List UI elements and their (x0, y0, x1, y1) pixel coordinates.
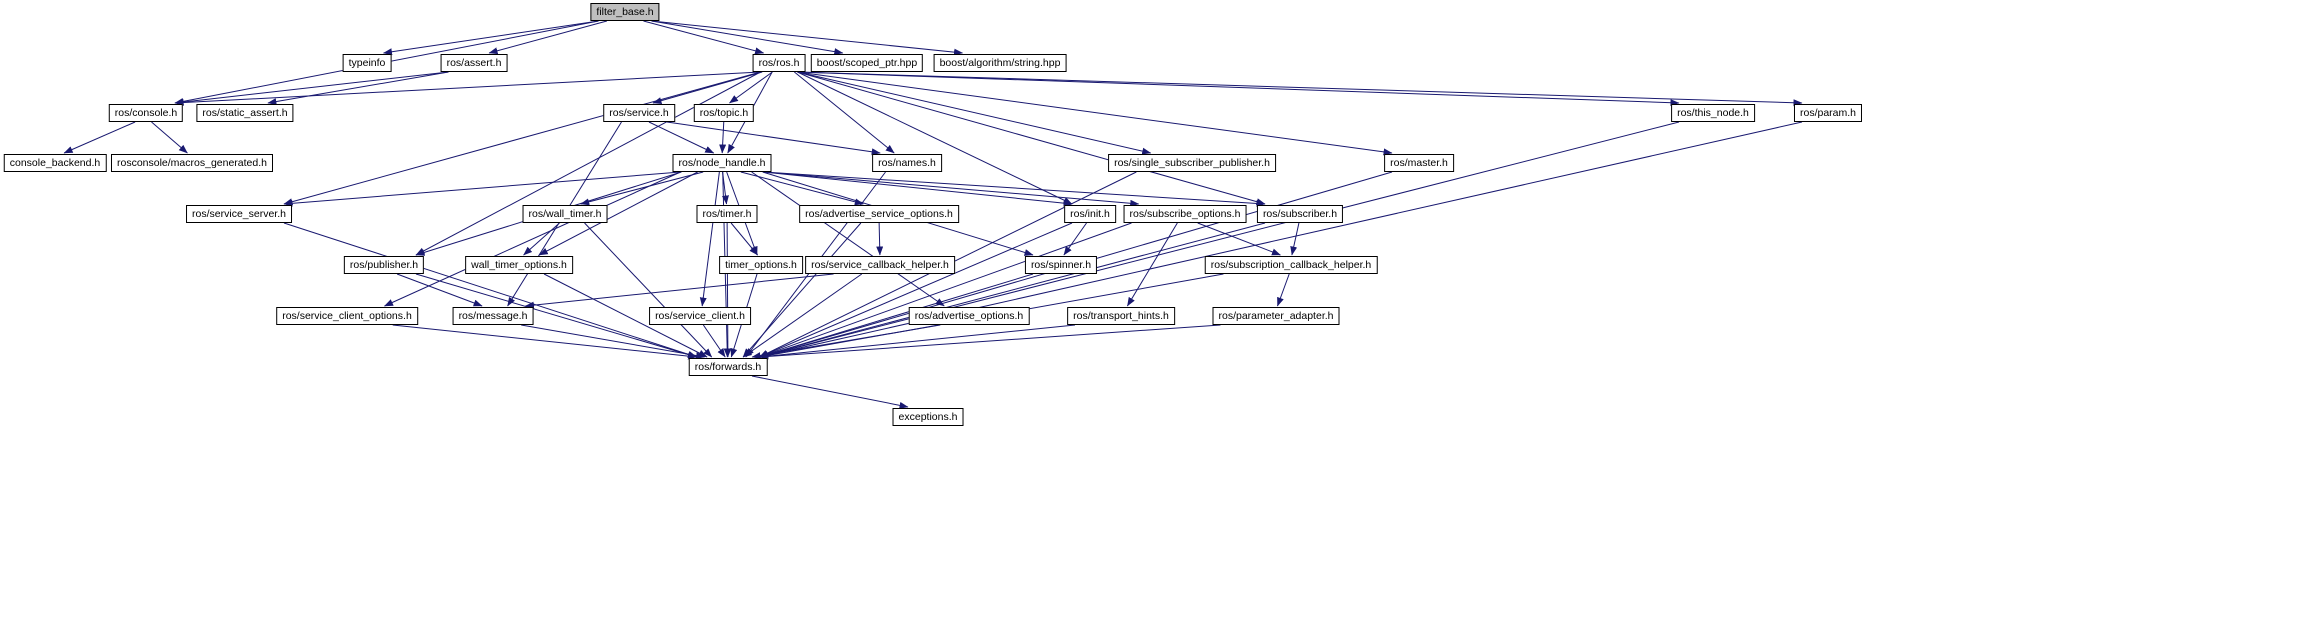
graph-node-console_backend[interactable]: console_backend.h (3, 154, 107, 172)
graph-edge-ros_h-to-init (797, 71, 1073, 205)
graph-edge-ros_h-to-service (652, 71, 763, 105)
graph-edge-message-to-forwards (521, 324, 705, 359)
graph-edge-node_handle-to-service_client (699, 171, 720, 307)
graph-node-sub_cb_helper[interactable]: ros/subscription_callback_helper.h (1204, 256, 1378, 274)
graph-edge-adv_srv_opts-to-forwards (742, 222, 862, 358)
graph-edge-wall_timer-to-wall_timer_opts (523, 222, 560, 256)
graph-node-subscriber[interactable]: ros/subscriber.h (1256, 205, 1344, 223)
graph-edge-adv_srv_opts-to-srv_cb_helper (876, 222, 884, 256)
graph-node-algo_string[interactable]: boost/algorithm/string.hpp (933, 54, 1067, 72)
graph-edge-publisher-to-message (396, 273, 483, 307)
graph-edge-service-to-names (666, 121, 881, 156)
graph-node-master[interactable]: ros/master.h (1384, 154, 1454, 172)
graph-node-static_assert[interactable]: ros/static_assert.h (196, 104, 294, 122)
graph-node-names[interactable]: ros/names.h (872, 154, 942, 172)
graph-edge-filter_base-to-algo_string (651, 20, 963, 56)
graph-node-this_node[interactable]: ros/this_node.h (1671, 104, 1755, 122)
graph-node-srv_client_opts[interactable]: ros/service_client_options.h (276, 307, 418, 325)
graph-node-topic[interactable]: ros/topic.h (693, 104, 755, 122)
graph-node-assert_h[interactable]: ros/assert.h (440, 54, 508, 72)
graph-node-exceptions[interactable]: exceptions.h (892, 408, 964, 426)
graph-edge-service_client-to-forwards (702, 324, 726, 358)
graph-edge-ros_h-to-master (797, 71, 1393, 156)
graph-node-wall_timer_opts[interactable]: wall_timer_options.h (465, 256, 573, 274)
graph-edge-console-to-console_backend (63, 121, 136, 154)
graph-edge-filter_base-to-ros_h (643, 20, 765, 55)
graph-edge-ros_h-to-console (174, 71, 761, 107)
graph-node-typeinfo[interactable]: typeinfo (342, 54, 392, 72)
graph-edge-ros_h-to-this_node (797, 71, 1680, 107)
graph-edge-ros_h-to-topic (729, 71, 773, 104)
graph-edge-timer-to-forwards (724, 222, 732, 358)
graph-edge-ros_h-to-subscriber (797, 71, 1266, 206)
graph-edge-node_handle-to-sub_opts (763, 171, 1140, 207)
graph-edge-assert_h-to-console (174, 71, 449, 106)
graph-edge-ros_h-to-service_server (283, 71, 761, 206)
graph-edge-srv_client_opts-to-forwards (392, 324, 697, 360)
graph-node-filter_base: filter_base.h (590, 3, 660, 21)
graph-edge-adv_opts-to-forwards (751, 324, 941, 360)
graph-edge-node_handle-to-adv_srv_opts (740, 171, 864, 206)
graph-node-transport_hints[interactable]: ros/transport_hints.h (1067, 307, 1175, 325)
graph-edge-init-to-spinner (1063, 222, 1087, 256)
graph-edge-sub_cb_helper-to-param_adapter (1277, 273, 1290, 307)
graph-node-timer[interactable]: ros/timer.h (696, 205, 758, 223)
graph-edge-service_server-to-forwards (283, 222, 697, 358)
graph-node-wall_timer[interactable]: ros/wall_timer.h (522, 205, 608, 223)
graph-edge-topic-to-node_handle (719, 121, 727, 154)
graph-edge-node_handle-to-init (763, 171, 1073, 207)
graph-node-message[interactable]: ros/message.h (452, 307, 534, 325)
graph-edge-node_handle-to-timer (721, 171, 729, 205)
graph-edge-ros_h-to-ssp (797, 71, 1152, 155)
graph-edge-filter_base-to-scoped_ptr (651, 20, 844, 56)
graph-edge-console-to-macros_generated (151, 121, 188, 154)
graph-node-param_adapter[interactable]: ros/parameter_adapter.h (1212, 307, 1340, 325)
graph-edge-assert_h-to-static_assert (267, 71, 449, 106)
graph-node-macros_generated[interactable]: rosconsole/macros_generated.h (110, 154, 274, 172)
graph-edge-forwards-to-exceptions (751, 375, 909, 409)
graph-node-spinner[interactable]: ros/spinner.h (1024, 256, 1098, 274)
graph-edge-filter_base-to-typeinfo (383, 20, 599, 56)
graph-edge-subscriber-to-sub_cb_helper (1290, 222, 1300, 256)
graph-node-init[interactable]: ros/init.h (1064, 205, 1116, 223)
graph-edge-node_handle-to-subscriber (763, 171, 1266, 207)
graph-node-service_server[interactable]: ros/service_server.h (186, 205, 292, 223)
graph-node-service[interactable]: ros/service.h (603, 104, 675, 122)
graph-node-service_client[interactable]: ros/service_client.h (649, 307, 751, 325)
graph-node-timer_opts[interactable]: timer_options.h (719, 256, 803, 274)
graph-node-publisher[interactable]: ros/publisher.h (343, 256, 425, 274)
graph-node-ros_h[interactable]: ros/ros.h (752, 54, 806, 72)
graph-node-forwards[interactable]: ros/forwards.h (688, 358, 768, 376)
graph-node-param[interactable]: ros/param.h (1793, 104, 1863, 122)
graph-node-adv_opts[interactable]: ros/advertise_options.h (908, 307, 1030, 325)
graph-edge-node_handle-to-adv_opts (751, 171, 945, 307)
graph-node-sub_opts[interactable]: ros/subscribe_options.h (1123, 205, 1247, 223)
graph-node-srv_cb_helper[interactable]: ros/service_callback_helper.h (805, 256, 955, 274)
graph-edge-transport_hints-to-forwards (759, 324, 1076, 360)
graph-edge-ros_h-to-param (797, 71, 1803, 107)
graph-edge-wall_timer-to-forwards (584, 222, 713, 358)
graph-edge-node_handle-to-service_server (283, 171, 681, 207)
graph-edge-init-to-forwards (759, 222, 1073, 358)
graph-edge-param_adapter-to-forwards (759, 324, 1221, 360)
graph-node-console[interactable]: ros/console.h (108, 104, 184, 122)
graph-node-node_handle[interactable]: ros/node_handle.h (672, 154, 772, 172)
graph-node-ssp[interactable]: ros/single_subscriber_publisher.h (1108, 154, 1276, 172)
graph-edge-subscriber-to-forwards (759, 222, 1266, 359)
graph-edge-node_handle-to-srv_client_opts (384, 171, 681, 307)
graph-node-adv_srv_opts[interactable]: ros/advertise_service_options.h (799, 205, 959, 223)
graph-edge-srv_cb_helper-to-forwards (742, 273, 863, 358)
graph-node-scoped_ptr[interactable]: boost/scoped_ptr.hpp (810, 54, 924, 72)
graph-edge-timer-to-timer_opts (730, 222, 758, 256)
graph-edge-sub_opts-to-transport_hints (1126, 222, 1178, 307)
graph-edge-service-to-node_handle (648, 121, 715, 154)
graph-edge-filter_base-to-assert_h (488, 20, 608, 55)
graph-edge-sub_opts-to-sub_cb_helper (1197, 222, 1281, 256)
graph-edge-srv_cb_helper-to-message (525, 273, 834, 309)
graph-edge-node_handle-to-wall_timer (580, 171, 704, 206)
graph-edge-sub_opts-to-forwards (759, 222, 1132, 358)
graph-edge-ros_h-to-names (794, 71, 895, 154)
